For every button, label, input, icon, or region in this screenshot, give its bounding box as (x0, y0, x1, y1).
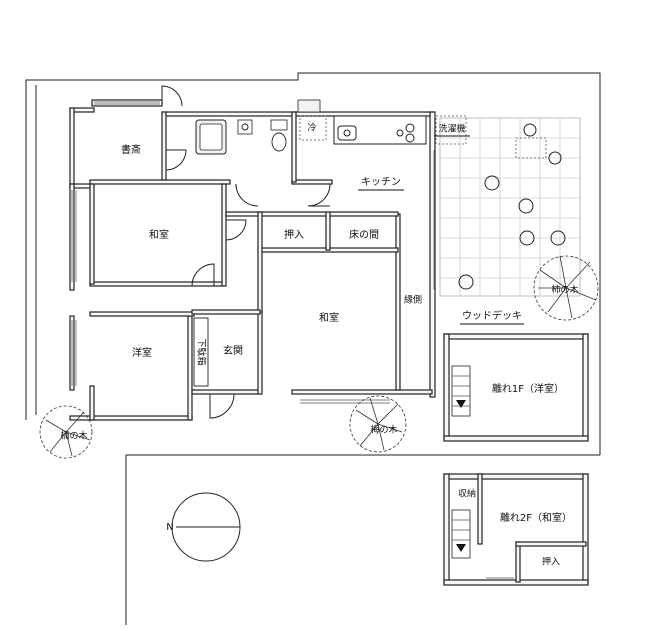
room-label-washing-machine: 洗濯機 (438, 123, 465, 135)
tree-plum-drawing (349, 395, 407, 453)
room-label-tokonoma: 床の間 (349, 228, 379, 241)
window-marks (71, 101, 435, 404)
tree-label-camphor: 楠の木 (60, 430, 87, 442)
tree-label-persimmon: 柿の木 (551, 284, 578, 296)
room-label-western-room: 洋室 (132, 346, 152, 359)
compass-north-label: N (166, 522, 173, 533)
tree-persimmon-drawing (533, 255, 599, 321)
tree-label-plum: 梅の木 (370, 424, 397, 436)
north-arrow: N (166, 492, 241, 562)
door-swings (161, 85, 331, 419)
tree-camphor-drawing (39, 405, 93, 459)
room-label-annex-storage: 収納 (458, 488, 476, 500)
room-label-shoe-storage: 下駄箱 (196, 338, 208, 365)
room-label-closet-main: 押入 (284, 228, 304, 241)
deck-tile-grid (439, 117, 581, 297)
deck-furniture (458, 123, 566, 290)
kitchen-counter (297, 99, 467, 145)
room-label-annex-1f: 離れ1F（洋室） (492, 382, 564, 395)
annex-2f-walls (443, 473, 589, 586)
site-boundary (25, 72, 601, 625)
bath-fixtures (195, 119, 288, 155)
room-label-entrance: 玄関 (223, 344, 243, 357)
room-label-annex-2f: 離れ2F（和室） (500, 511, 572, 524)
room-label-engawa: 縁側 (404, 294, 422, 306)
room-label-study: 書斎 (121, 143, 141, 156)
room-label-wood-deck: ウッドデッキ (462, 309, 522, 322)
shoe-cabinet (193, 317, 209, 387)
room-label-washitsu-left: 和室 (149, 228, 169, 241)
room-label-kitchen: キッチン (361, 176, 401, 188)
room-label-washitsu-center: 和室 (319, 311, 339, 324)
room-label-annex-closet: 押入 (542, 556, 560, 568)
room-label-refrigerator: 冷 (307, 122, 316, 134)
annex-1f-walls (443, 333, 589, 442)
